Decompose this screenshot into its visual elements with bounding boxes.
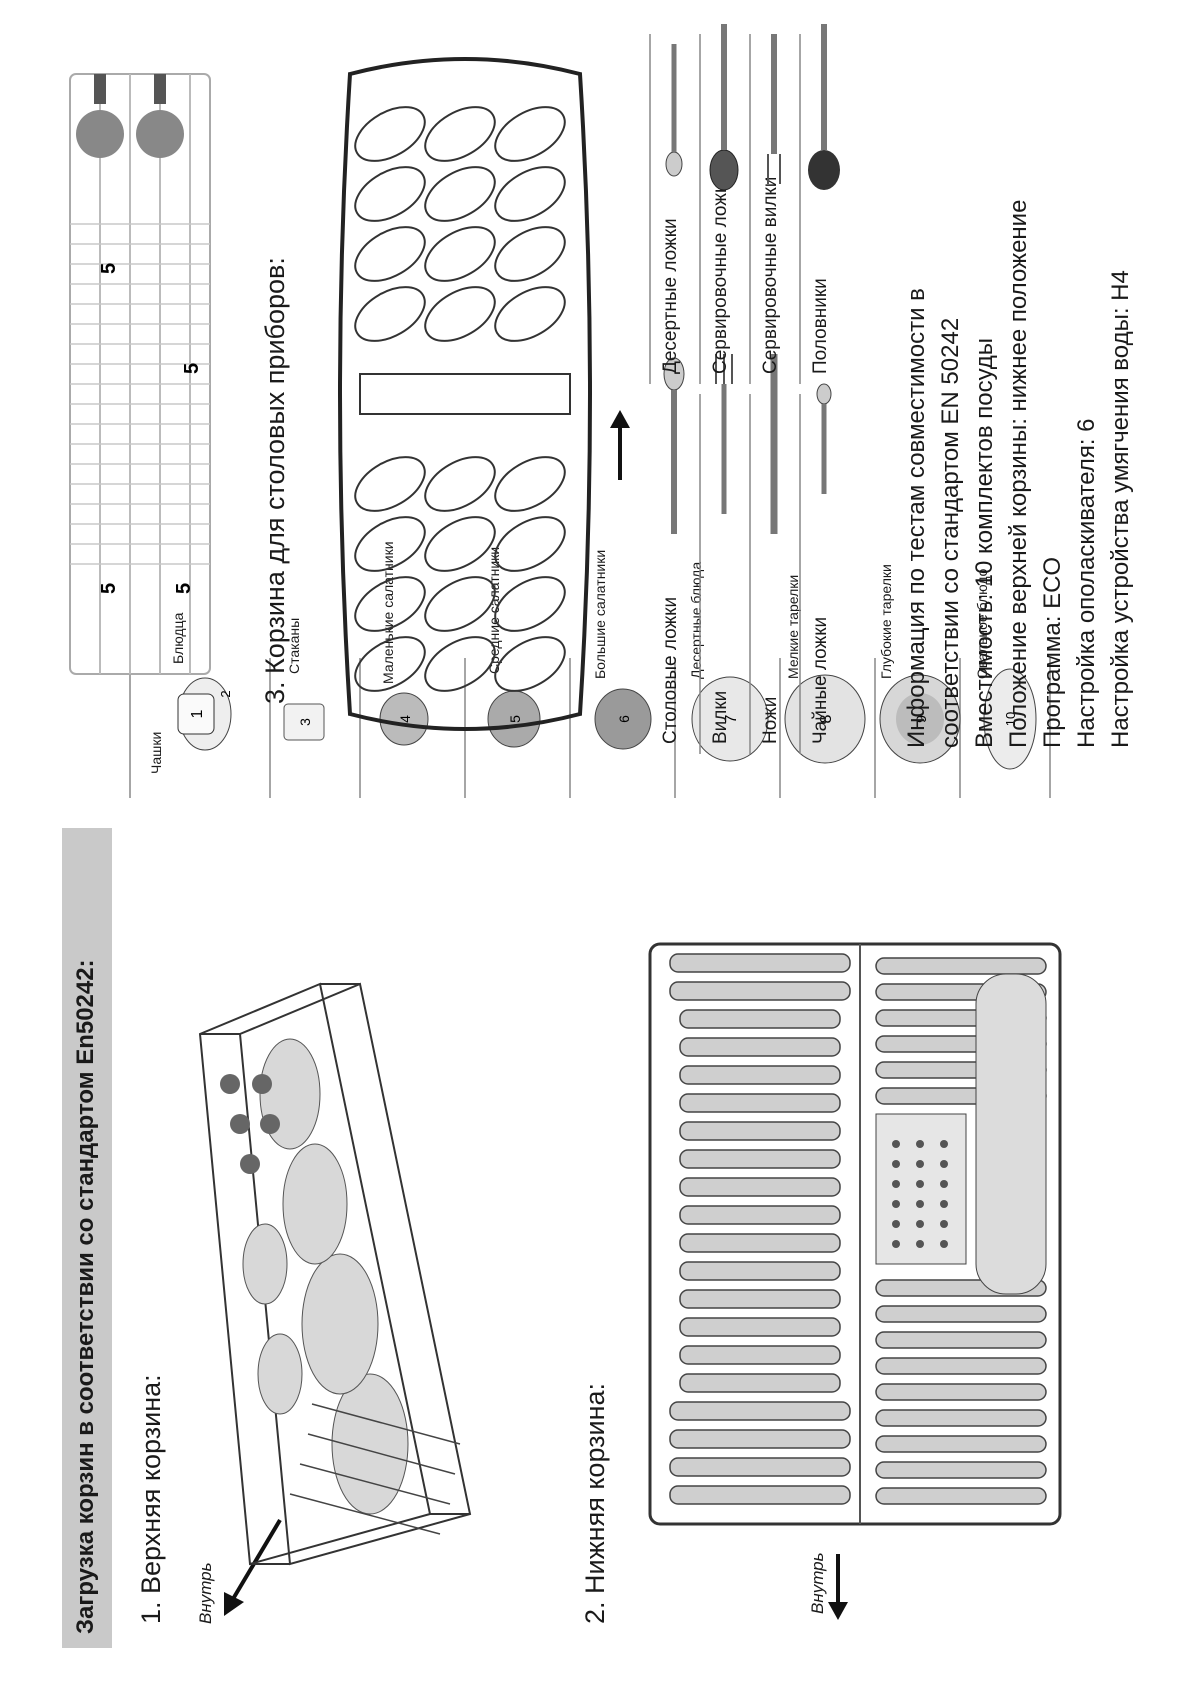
page-title: Загрузка корзин в соответствии со станда… [72,959,99,1634]
cutlery-right-icons [665,24,840,191]
dessert-plate-icon: 7 [691,676,769,762]
info-line-4: Положение верхней корзины: нижнее положе… [1005,199,1032,748]
legend-num-6: 6 [616,715,632,723]
rack-mark-2: 5 [173,583,195,594]
cutlery-tea-spoons: Чайные ложки [810,616,831,744]
cutlery-basket-illustration [338,57,592,731]
cutlery-serving-forks: Сервировочные вилки [760,176,781,374]
cutlery-left-icons [663,354,832,534]
cutlery-forks: Вилки [710,690,731,744]
cutlery-table-lines [649,34,801,754]
cutlery-direction-arrow-icon [610,410,630,480]
rack-mark-1: 5 [98,583,120,594]
lower-direction-arrow-icon [828,1554,848,1620]
header-banner: Загрузка корзин в соответствии со станда… [62,828,112,1648]
dessert-spoon-icon [665,44,683,177]
serving-fork-icon [767,34,781,184]
cutlery-dessert-spoons: Десертные ложки [660,218,681,374]
legend-num-7: 7 [723,714,740,723]
fork-icon [715,354,733,514]
legend-deep-plates: Глубокие тарелки [878,564,894,679]
legend-num-10: 10 [1003,712,1018,726]
info-line-3: Вместимость: 10 комплектов посуды [971,337,998,748]
upper-rack-top-view: 5 5 5 5 [69,73,211,675]
legend-num-1: 1 [189,709,206,718]
legend-num-8: 8 [818,714,835,723]
upper-basket-heading: 1. Верхняя корзина: [136,1374,166,1624]
large-bowl-icon: 6 [594,688,652,750]
legend-num-3: 3 [297,718,313,726]
cutlery-knives: Ножи [760,696,781,744]
legend-num-2: 2 [218,690,233,697]
rack-mark-3: 5 [181,363,203,374]
info-line-2: соответствии со стандартом EN 50242 [937,317,964,748]
info-line-5: Программа: ECO [1039,556,1066,748]
deep-plate-icon: 9 [879,674,961,764]
oval-dish-icon: 10 [983,668,1037,770]
ladle-icon [808,24,840,190]
legend-num-9: 9 [913,715,929,723]
legend-num-4: 4 [397,715,413,723]
compatibility-info: Информация по тестам совместимости в соо… [900,200,1138,748]
cutlery-table-spoons: Столовые ложки [660,596,681,744]
cutlery-ladles: Половники [810,278,831,374]
cutlery-basket-heading: 3. Корзина для столовых приборов: [260,257,290,704]
serving-spoon-icon [709,24,739,191]
flat-plate-icon: 8 [784,674,866,764]
cup-saucer-icon: 1 2 [177,677,233,751]
lower-basket-illustration [648,942,1062,1526]
info-line-6: Настройка ополаскивателя: 6 [1073,418,1100,749]
info-line-1: Информация по тестам совместимости в [903,288,930,748]
upper-basket-illustration [198,982,472,1566]
spoon-icon [663,357,685,534]
teaspoon-icon [816,383,832,494]
legend-num-5: 5 [507,715,523,723]
lower-basket-heading: 2. Нижняя корзина: [580,1382,610,1624]
rack-mark-4: 5 [98,263,120,274]
info-line-7: Настройка устройства умягчения воды: H4 [1107,270,1134,748]
cutlery-serving-spoons: Сервировочные ложки [710,174,731,374]
glass-icon: 3 [283,703,325,741]
